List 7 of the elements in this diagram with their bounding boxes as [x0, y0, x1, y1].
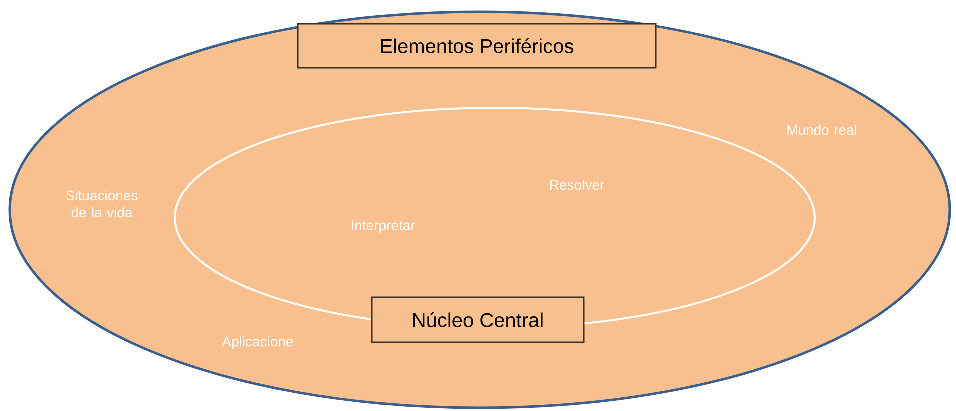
region-label: Situaciones de la vida — [66, 190, 138, 218]
title-box: Núcleo Central — [371, 296, 585, 344]
region-label: Aplicacione — [222, 336, 294, 350]
region-label: Mundo real — [788, 124, 856, 136]
region-label: Interpretar — [352, 220, 416, 234]
title-box: Elementos Periféricos — [297, 23, 657, 69]
region-label: Resolver — [550, 180, 604, 190]
